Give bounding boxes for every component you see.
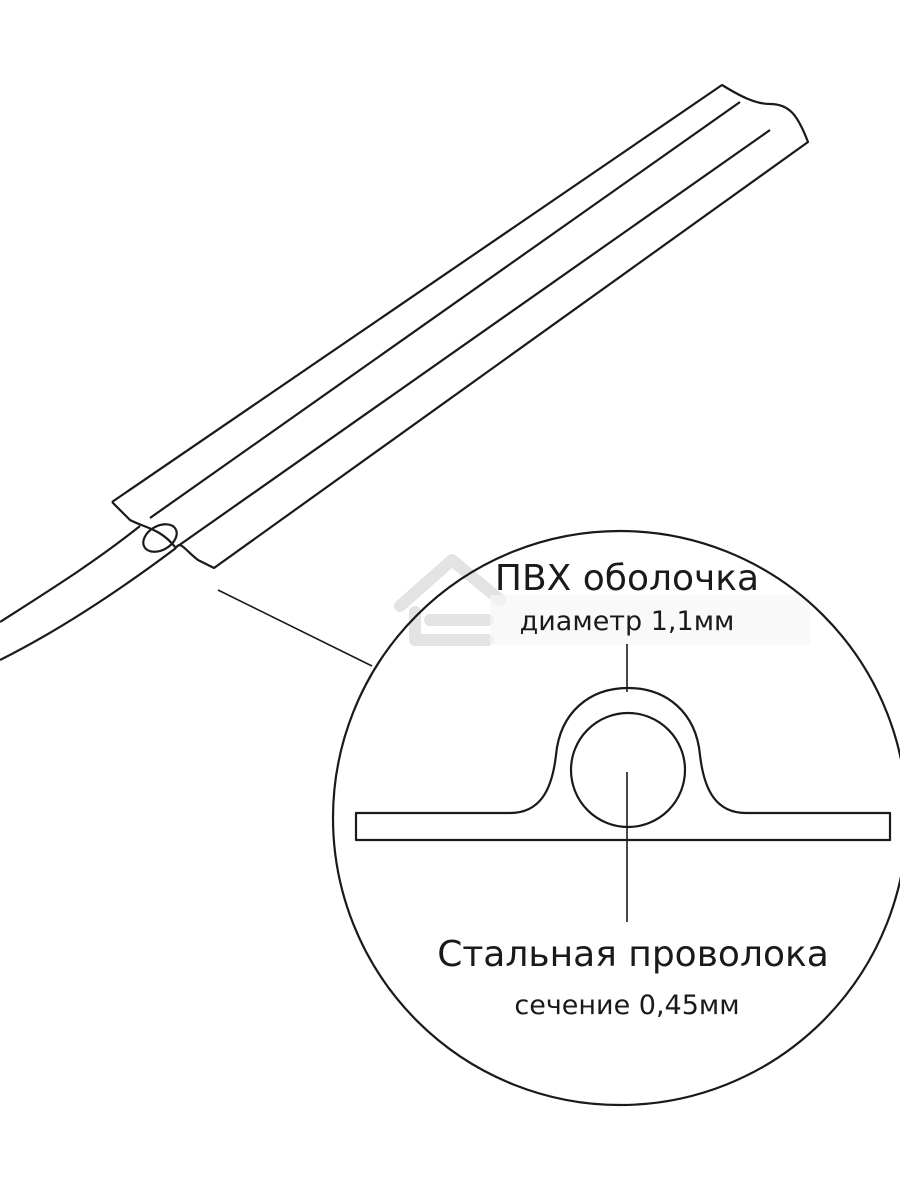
house-icon [394, 554, 506, 646]
strip-ridge-line-2 [177, 129, 771, 547]
round-cable [0, 523, 178, 661]
cross-section [354, 686, 892, 842]
flat-pvc-strip [111, 83, 810, 570]
strip-ridge-line [149, 101, 741, 519]
zoom-circle [331, 529, 900, 1107]
wire-title-label: Стальная проволока [437, 934, 829, 975]
steel-wire-circle [569, 711, 687, 829]
wire-subtitle-label: сечение 0,45мм [514, 990, 739, 1021]
pvc-sheath-profile [354, 686, 892, 842]
zoom-leader-line [217, 589, 373, 667]
watermark-band [490, 595, 810, 645]
sheath-title-label: ПВХ оболочка [495, 558, 759, 599]
sheath-subtitle-label: диаметр 1,1мм [520, 606, 735, 637]
